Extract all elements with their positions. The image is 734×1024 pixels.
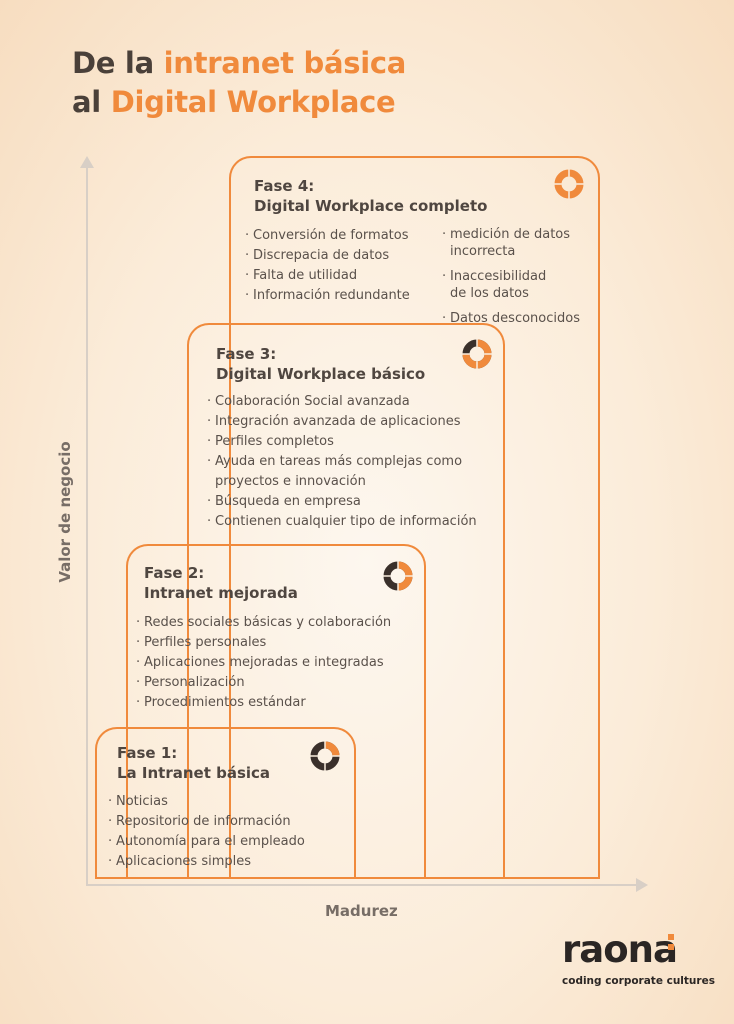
list-item: Aplicaciones simples: [108, 852, 305, 872]
maturity-ring-icon: [310, 741, 340, 771]
phase-3-list: Colaboración Social avanzadaIntegración …: [207, 392, 477, 532]
logo-tagline: coding corporate cultures: [562, 975, 715, 987]
y-axis: [86, 166, 88, 886]
list-item: Falta de utilidad: [245, 266, 410, 286]
x-axis: [86, 884, 641, 886]
phase-3-box: [187, 323, 505, 879]
phase-2-box: [126, 544, 426, 879]
x-axis-arrow-icon: [636, 878, 648, 892]
x-axis-label: Madurez: [325, 902, 398, 920]
list-item: Búsqueda en empresa: [207, 492, 477, 512]
list-item: proyectos e innovación: [215, 474, 366, 489]
y-axis-arrow-icon: [80, 156, 94, 168]
logo-dot-icon: [668, 934, 674, 940]
phase-1-title: Fase 1: La Intranet básica: [117, 744, 271, 782]
list-item: Noticias: [108, 792, 305, 812]
list-item: Aplicaciones mejoradas e integradas: [136, 653, 391, 673]
list-item: Discrepacia de datos: [245, 246, 410, 266]
list-item: Perfiles personales: [136, 633, 391, 653]
list-item: Procedimientos estándar: [136, 693, 391, 713]
title-line-1: De la intranet básica: [72, 46, 407, 80]
list-item: Autonomía para el empleado: [108, 832, 305, 852]
title-line-2: al Digital Workplace: [72, 85, 396, 119]
list-item: Redes sociales básicas y colaboración: [136, 613, 391, 633]
ring-progress: [462, 339, 492, 369]
phase-3-title: Fase 3: Digital Workplace básico: [216, 345, 426, 383]
phase-4-list-left: Conversión de formatosDiscrepacia de dat…: [245, 226, 410, 306]
list-item: Datos desconocidos: [442, 310, 580, 327]
phase-base-line: [95, 877, 600, 879]
raona-logo: raona: [562, 928, 678, 971]
phase-2-title: Fase 2: Intranet mejorada: [144, 564, 298, 602]
page-title: De la intranet básica al Digital Workpla…: [72, 44, 406, 122]
list-item: Repositorio de información: [108, 812, 305, 832]
y-axis-label: Valor de negocio: [56, 441, 74, 583]
list-item: Información redundante: [245, 286, 410, 306]
list-item: Contienen cualquier tipo de información: [207, 512, 477, 532]
phase-1-box: [95, 727, 356, 879]
maturity-ring-icon: [462, 339, 492, 369]
list-item: Colaboración Social avanzada: [207, 392, 477, 412]
logo-dot-icon: [668, 944, 674, 950]
list-item: Conversión de formatos: [245, 226, 410, 246]
ring-progress: [324, 741, 340, 757]
phase-4-title: Fase 4: Digital Workplace completo: [254, 177, 488, 215]
phase-2-list: Redes sociales básicas y colaboraciónPer…: [136, 613, 391, 713]
list-item: Ayuda en tareas más complejas como: [207, 452, 477, 472]
list-item: Integración avanzada de aplicaciones: [207, 412, 477, 432]
phase-1-list: NoticiasRepositorio de informaciónAutono…: [108, 792, 305, 872]
list-item: Personalización: [136, 673, 391, 693]
maturity-ring-icon: [554, 169, 584, 199]
maturity-ring-icon: [383, 561, 413, 591]
list-item: Perfiles completos: [207, 432, 477, 452]
